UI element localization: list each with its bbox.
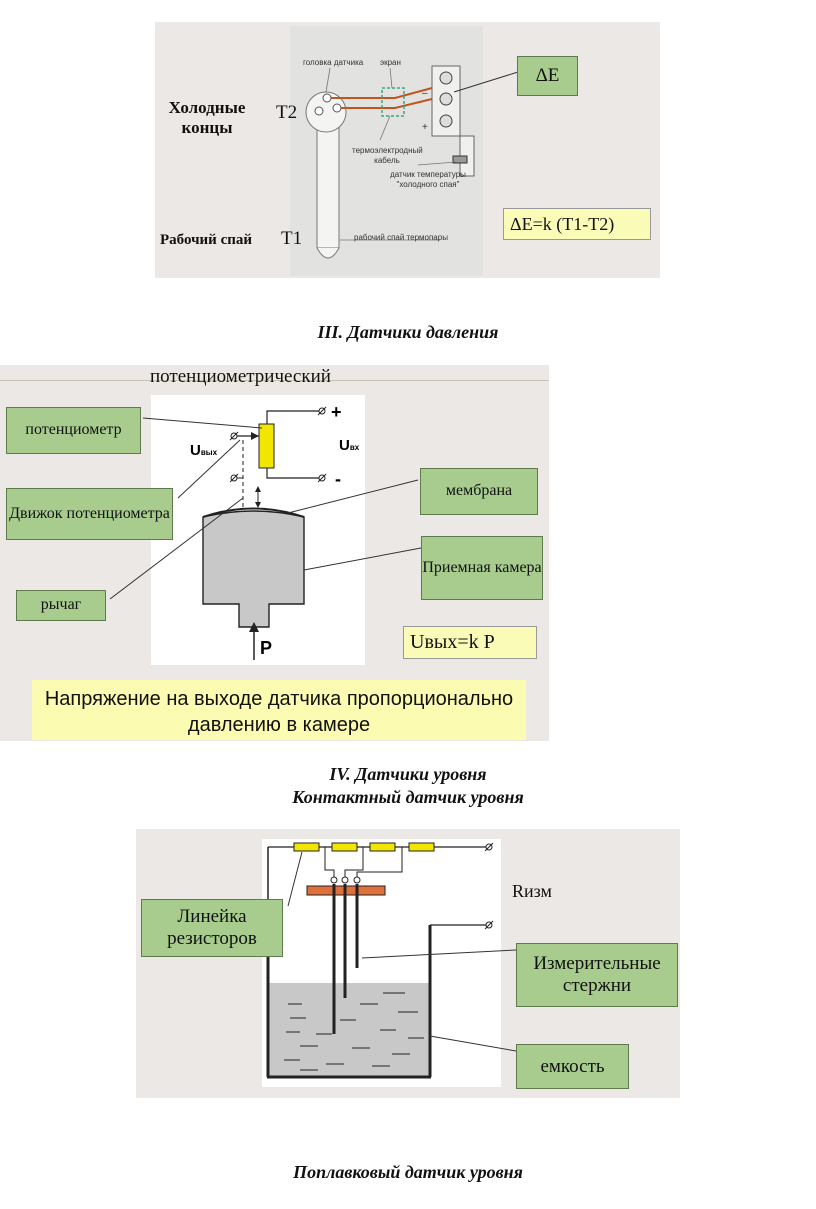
slide-divider: [0, 380, 549, 381]
thermocouple-junction-caption: рабочий спай термопары: [354, 233, 448, 242]
screen-caption: экран: [380, 58, 401, 67]
t2-label: T2: [276, 102, 298, 123]
level-drawing: [266, 842, 517, 1079]
plus-terminal: +: [331, 402, 342, 422]
minus-terminal: -: [335, 469, 341, 489]
minus-caption: –: [422, 88, 428, 99]
cold-ends-label: Холодные концы: [168, 98, 246, 137]
t1-label: T1: [281, 228, 303, 249]
u-in-subscript: вх: [349, 443, 360, 452]
pressure-formula-box: Uвых=k P: [403, 626, 537, 659]
u-out-subscript: вых: [200, 448, 218, 457]
section-3-title: III. Датчики давления: [317, 322, 499, 342]
membrane-box: мембрана: [420, 468, 538, 515]
u-out-label: Uвых: [190, 442, 217, 459]
rods-box: Измерительные стержни: [516, 943, 678, 1007]
thermo-formula-box: ΔE=k (T1-T2): [503, 208, 651, 240]
section-4-title: IV. Датчики уровня: [329, 764, 487, 784]
working-junction-label: Рабочий спай: [160, 232, 253, 248]
wiper-box: Движок потенциометра: [6, 488, 173, 540]
section-4-subtitle: Контактный датчик уровня: [292, 787, 524, 807]
pressure-drawing: [109, 406, 422, 660]
cold-junction-sensor-caption: датчик температуры "холодного спая": [390, 170, 466, 189]
vessel-box: емкость: [516, 1044, 629, 1089]
pressure-subtitle: потенциометрический: [150, 366, 331, 387]
u-out-symbol: U: [190, 442, 201, 459]
sensor-head-caption: головка датчика: [303, 58, 364, 67]
plus-caption: +: [422, 122, 428, 133]
thermocouple-drawing: [305, 65, 519, 259]
cable-caption: термоэлектродный кабель: [352, 146, 423, 165]
float-sensor-title: Поплавковый датчик уровня: [293, 1162, 523, 1182]
r-meas-symbol: Rизм: [512, 881, 552, 901]
delta-e-box: ΔE: [517, 56, 578, 96]
u-in-symbol: U: [339, 437, 350, 454]
potentiometer-box: потенциометр: [6, 407, 141, 454]
u-in-label: Uвх: [339, 437, 359, 454]
chamber-box: Приемная камера: [421, 536, 543, 600]
r-meas-label: Rизм: [512, 881, 552, 902]
resistor-line-box: Линейка резисторов: [141, 899, 283, 957]
lever-box: рычаг: [16, 590, 106, 621]
pressure-note-box: Напряжение на выходе датчика пропорциона…: [32, 680, 526, 740]
pressure-p-label: P: [260, 638, 273, 658]
